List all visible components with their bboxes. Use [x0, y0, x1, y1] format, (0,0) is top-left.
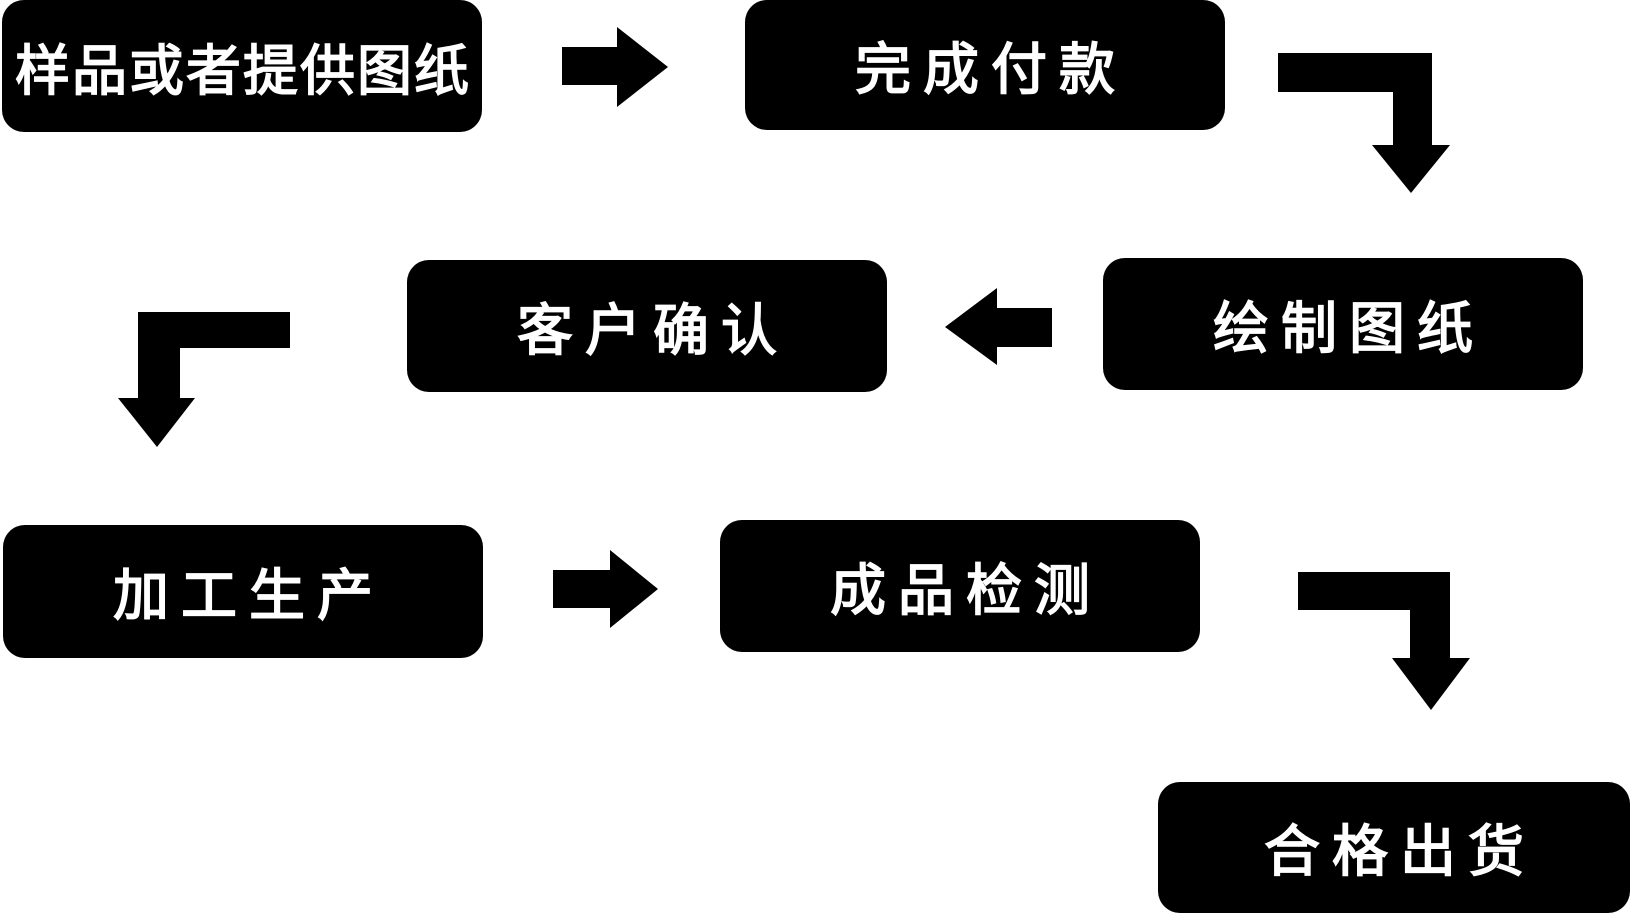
flow-node-draw-drawings: 绘制图纸: [1103, 258, 1583, 390]
flow-node-customer-confirm: 客户确认: [407, 260, 887, 392]
flow-node-production: 加工生产: [3, 525, 483, 658]
flow-node-shipment: 合格出货: [1158, 782, 1630, 913]
arrow-left-draw-to-confirm: [945, 288, 1052, 365]
flow-node-payment: 完成付款: [745, 0, 1225, 130]
flow-node-sample-or-drawing: 样品或者提供图纸: [2, 0, 482, 132]
flow-node-inspection: 成品检测: [720, 520, 1200, 652]
elbow-arrow-payment-to-draw: [1278, 53, 1450, 193]
elbow-arrow-inspection-to-shipment: [1298, 572, 1470, 710]
arrow-right-production-to-inspection: [553, 550, 658, 628]
elbow-arrow-confirm-to-production: [118, 312, 290, 447]
arrow-right-sample-to-payment: [562, 27, 668, 107]
